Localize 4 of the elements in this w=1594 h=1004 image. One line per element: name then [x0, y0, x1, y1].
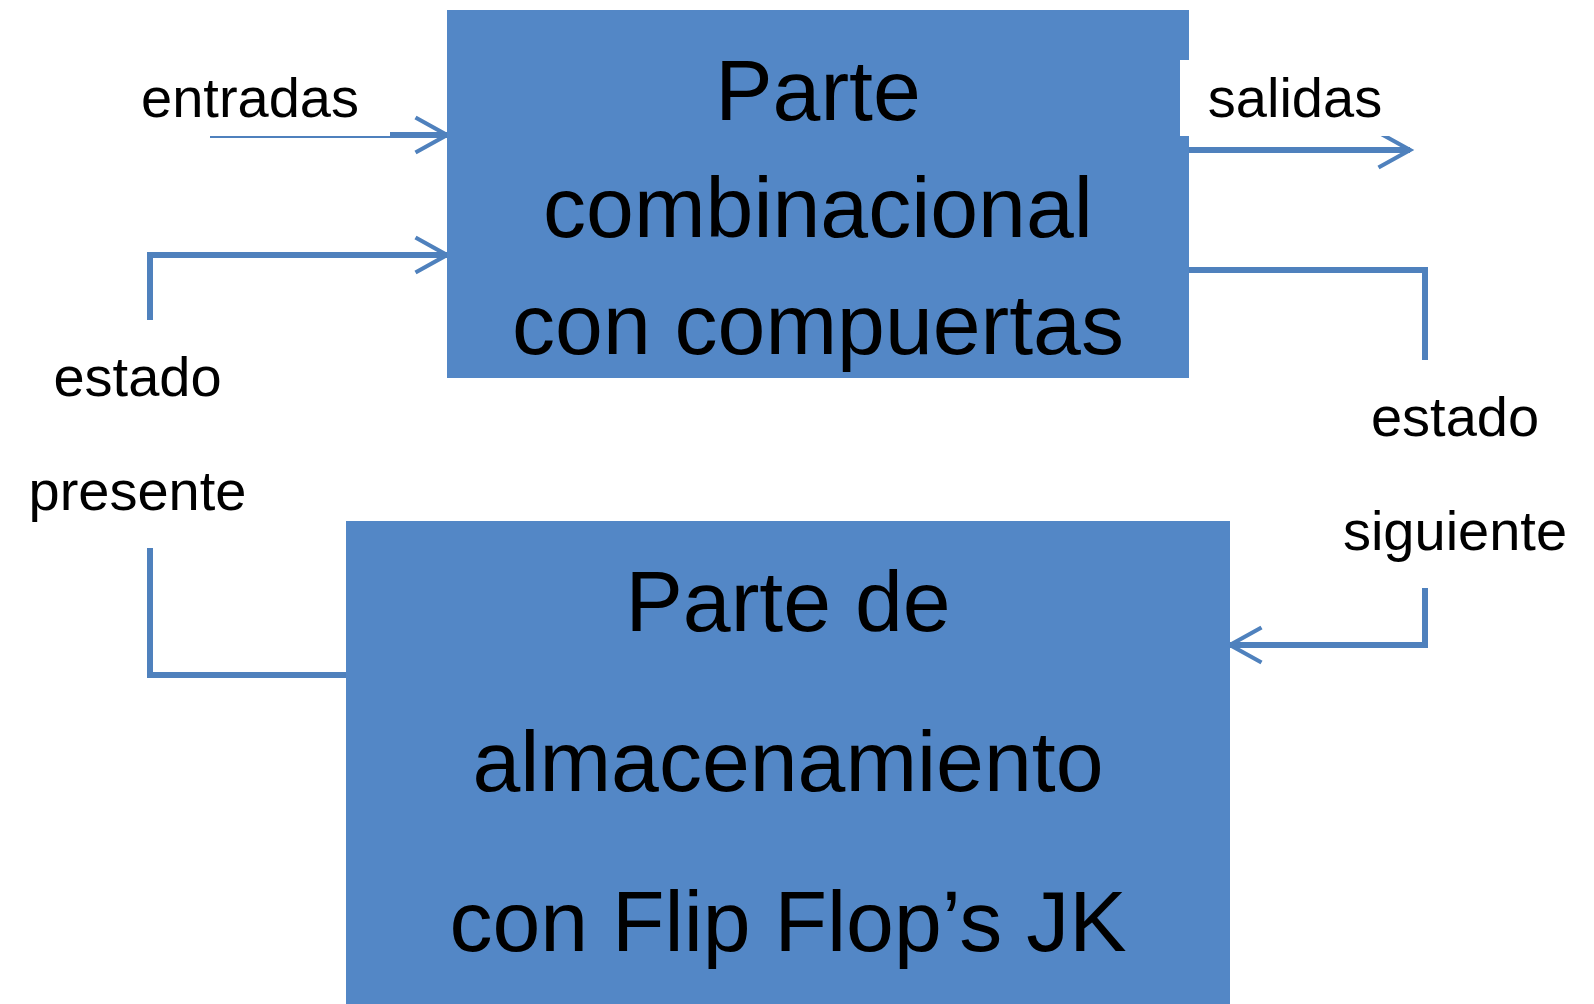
box-text: Parte de almacenamiento con Flip Flop’s JK — [448, 552, 1128, 971]
process-box — [447, 10, 1189, 378]
process-box — [346, 521, 1230, 1004]
box-text: Parte combinacional con compuertas — [511, 41, 1125, 374]
